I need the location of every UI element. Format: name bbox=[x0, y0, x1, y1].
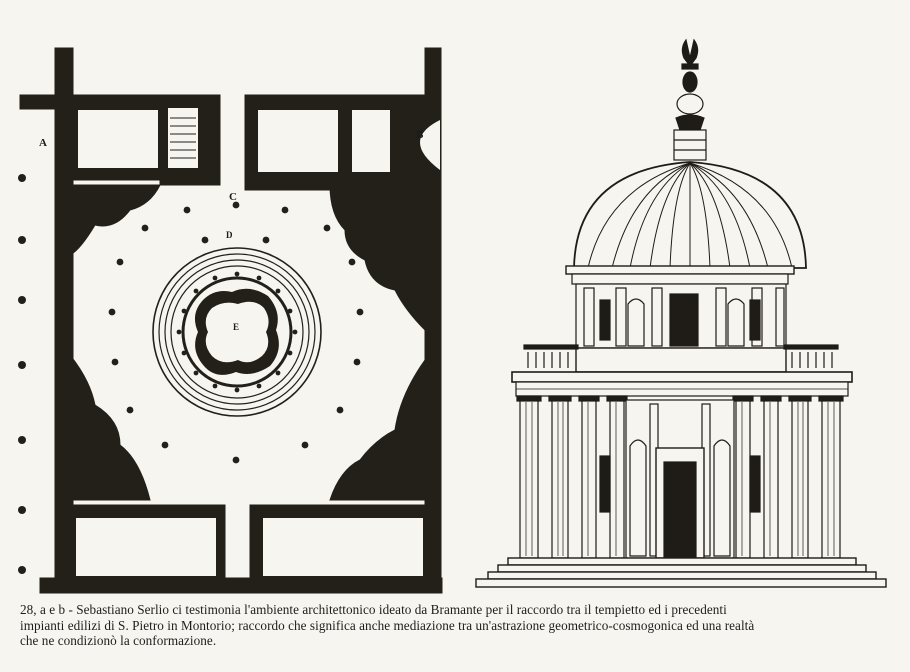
plan-outer-columns bbox=[18, 174, 26, 574]
illustration-plates: A B C D E bbox=[18, 38, 887, 594]
plan-bottom-rooms bbox=[59, 504, 441, 591]
cella-niches bbox=[629, 439, 731, 557]
plan-top-right-rooms bbox=[244, 94, 441, 191]
balustrade-left bbox=[523, 344, 579, 368]
plan-label-a: A bbox=[39, 137, 47, 149]
dome-ribs bbox=[587, 162, 793, 269]
caption-line-3: che ne condizionò la conformazione. bbox=[20, 633, 217, 648]
lantern bbox=[673, 129, 707, 161]
drum-niches bbox=[627, 298, 745, 347]
plan-label-d: D bbox=[226, 230, 233, 240]
fleur-de-lis-finial-icon bbox=[675, 38, 705, 131]
plan-label-c: C bbox=[229, 191, 237, 203]
tempietto-elevation bbox=[475, 38, 887, 588]
plan-label-e: E bbox=[233, 322, 239, 332]
column-capitals bbox=[516, 395, 844, 402]
cella-windows bbox=[599, 455, 761, 513]
balustrade-right bbox=[783, 344, 839, 368]
stair-icon bbox=[170, 117, 196, 159]
caption-line-2: impianti edilizi di S. Pietro in Montori… bbox=[20, 617, 755, 633]
plan-corner-nw bbox=[69, 184, 161, 256]
column-fluting bbox=[525, 402, 835, 556]
entablature bbox=[511, 371, 853, 383]
drum-pilasters bbox=[583, 287, 785, 347]
plan-corner-se bbox=[329, 358, 426, 501]
tempietto-plan bbox=[152, 247, 322, 417]
serlio-plan: A B C D E bbox=[18, 47, 443, 594]
caption-line-1: 28, a e b - Sebastiano Serlio ci testimo… bbox=[20, 602, 727, 617]
drum-windows bbox=[599, 293, 761, 347]
plan-courtyard-columns bbox=[108, 201, 364, 464]
plan-label-b: B bbox=[416, 129, 424, 141]
plan-corner-sw bbox=[69, 353, 151, 501]
plan-corner-ne bbox=[329, 184, 426, 332]
balustrade-band bbox=[575, 347, 787, 373]
peristyle-columns bbox=[519, 399, 841, 559]
cella-door bbox=[663, 461, 697, 559]
plan-top-left-rooms bbox=[54, 94, 221, 186]
stylobate-steps bbox=[475, 557, 887, 588]
figure-caption: 28, a e b - Sebastiano Serlio ci testimo… bbox=[20, 602, 900, 649]
